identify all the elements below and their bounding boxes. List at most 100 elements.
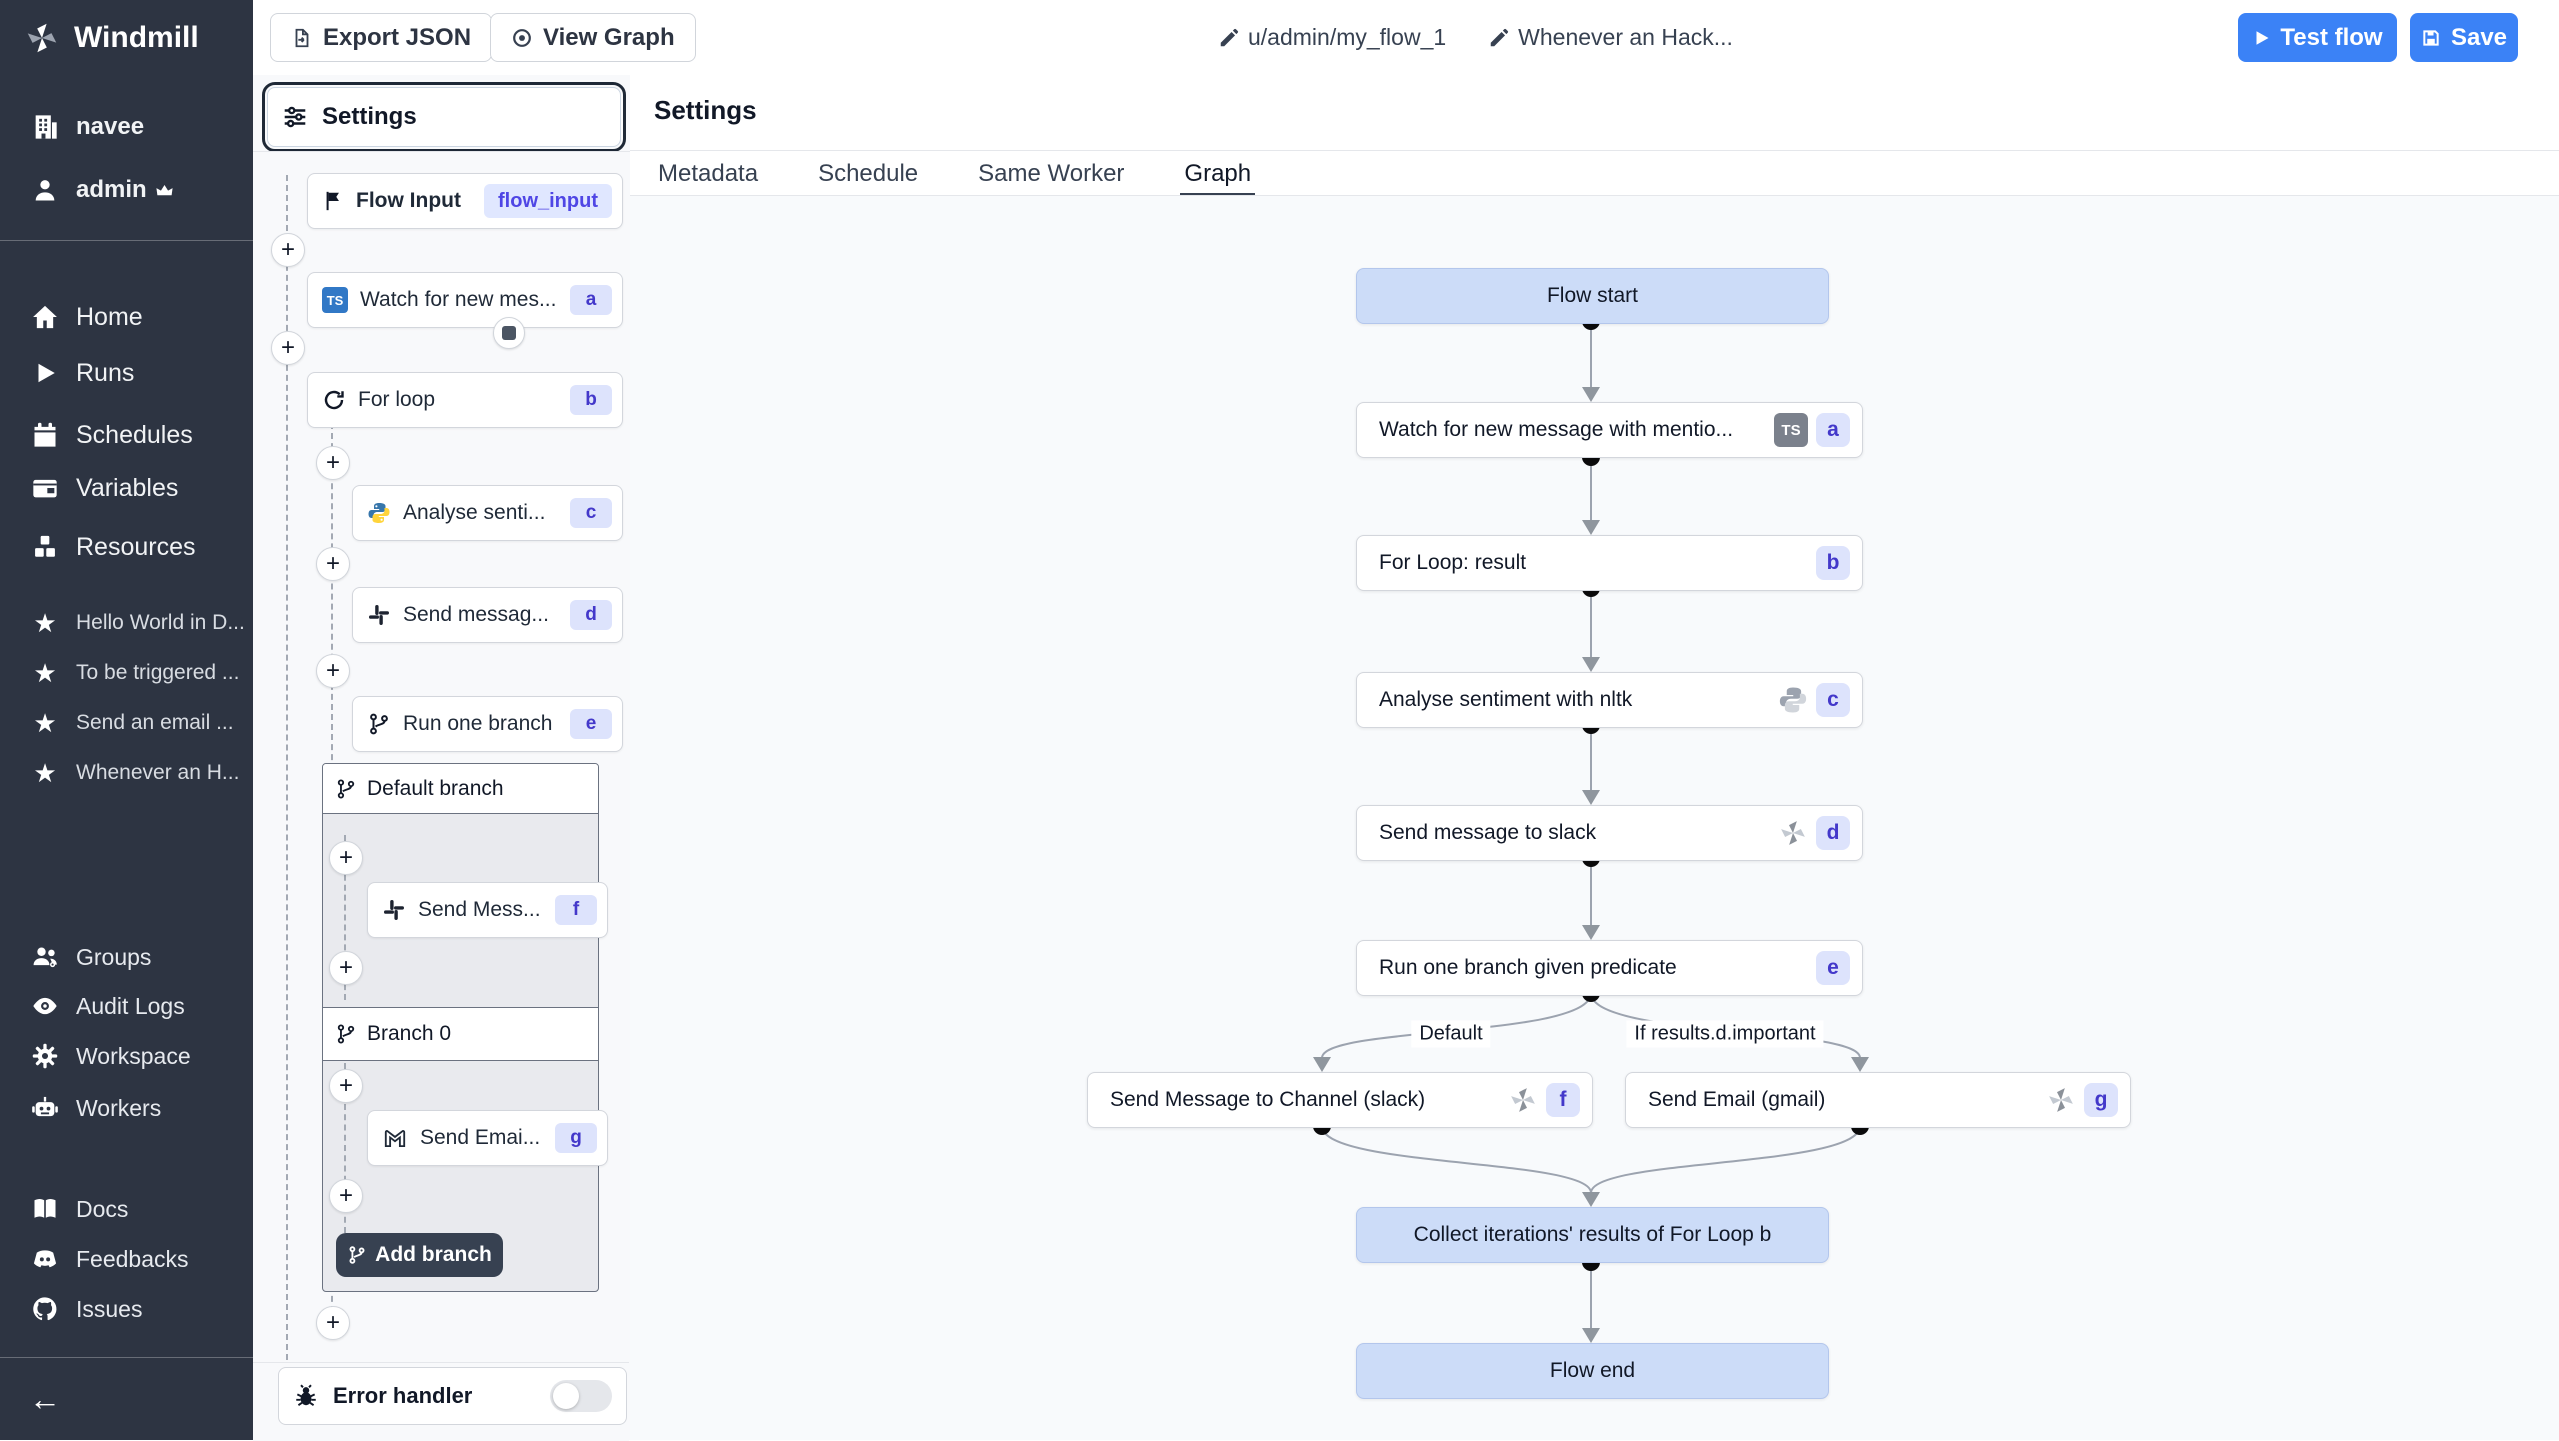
- flow-path[interactable]: u/admin/my_flow_1: [1248, 24, 1447, 50]
- user-menu[interactable]: admin: [0, 170, 253, 210]
- sidebar-item-runs[interactable]: Runs: [0, 353, 253, 393]
- flow-connector-line: [344, 1063, 346, 1233]
- sidebar-item-issues[interactable]: Issues: [0, 1289, 253, 1329]
- workspace-selector[interactable]: navee: [0, 107, 253, 147]
- loop-icon: [322, 388, 346, 412]
- branch0-header[interactable]: Branch 0: [323, 1007, 598, 1061]
- wallet-icon: [30, 473, 60, 503]
- branch-icon: [347, 1245, 367, 1265]
- step-node-g[interactable]: Send Emai... g: [367, 1110, 608, 1166]
- graph-node-d[interactable]: Send message to slack d: [1356, 805, 1863, 861]
- sidebar-item-workspace[interactable]: Workspace: [0, 1036, 253, 1076]
- save-button[interactable]: Save: [2410, 13, 2518, 62]
- graph-node-e[interactable]: Run one branch given predicate e: [1356, 940, 1863, 996]
- graph-node-flow-end[interactable]: Flow end: [1356, 1343, 1829, 1399]
- windmill-logo-icon: [24, 20, 60, 56]
- slack-icon: [367, 603, 391, 627]
- sidebar-item-variables[interactable]: Variables: [0, 468, 253, 508]
- sidebar-item-feedbacks[interactable]: Feedbacks: [0, 1239, 253, 1279]
- flow-name[interactable]: Whenever an Hack...: [1518, 24, 1733, 50]
- typescript-icon: TS: [322, 287, 348, 313]
- sliders-icon: [282, 104, 308, 130]
- windmill-hub-icon: [2046, 1085, 2076, 1115]
- step-node-d[interactable]: Send messag... d: [352, 587, 623, 643]
- graph-node-flow-start[interactable]: Flow start: [1356, 268, 1829, 324]
- view-graph-button[interactable]: View Graph: [490, 13, 696, 62]
- sidebar-item-home[interactable]: Home: [0, 297, 253, 337]
- step-node-e[interactable]: Run one branch e: [352, 696, 623, 752]
- favorite-item[interactable]: ★ To be triggered ...: [0, 655, 253, 691]
- typescript-icon: TS: [1774, 413, 1808, 447]
- add-step-button[interactable]: +: [329, 1179, 363, 1213]
- sidebar-divider: [0, 240, 253, 241]
- step-node-c[interactable]: Analyse senti... c: [352, 485, 623, 541]
- sidebar-item-schedules[interactable]: Schedules: [0, 415, 253, 455]
- sidebar-item-groups[interactable]: Groups: [0, 937, 253, 977]
- app-title: Windmill: [74, 20, 199, 54]
- edit-path-icon[interactable]: [1218, 27, 1240, 49]
- step-id-badge: c: [570, 498, 612, 528]
- graph-node-g[interactable]: Send Email (gmail) g: [1625, 1072, 2131, 1128]
- collapse-sidebar-button[interactable]: ←: [0, 1379, 253, 1419]
- early-stop-indicator[interactable]: [493, 317, 525, 349]
- default-branch-header[interactable]: Default branch: [323, 764, 598, 814]
- add-step-button[interactable]: +: [329, 951, 363, 985]
- star-icon: ★: [33, 708, 57, 738]
- flow-settings-button[interactable]: Settings: [262, 82, 626, 152]
- test-flow-button[interactable]: Test flow: [2238, 13, 2397, 62]
- add-step-button[interactable]: +: [329, 1069, 363, 1103]
- tab-schedule[interactable]: Schedule: [818, 159, 919, 187]
- add-step-button[interactable]: +: [316, 547, 350, 581]
- flow-connector-line: [344, 835, 346, 1000]
- flow-graph-canvas[interactable]: Flow start Watch for new message with me…: [630, 196, 2559, 1440]
- tab-metadata[interactable]: Metadata: [658, 159, 759, 187]
- branch-icon: [367, 712, 391, 736]
- step-node-b[interactable]: For loop b: [307, 372, 623, 428]
- edge-label-predicate: If results.d.important: [1626, 1020, 1824, 1048]
- star-icon: ★: [33, 658, 57, 688]
- error-handler-toggle[interactable]: [550, 1380, 612, 1412]
- sidebar-item-docs[interactable]: Docs: [0, 1189, 253, 1229]
- favorite-item[interactable]: ★ Send an email ...: [0, 705, 253, 741]
- step-node-f[interactable]: Send Mess... f: [367, 882, 608, 938]
- header-divider: [630, 150, 2559, 151]
- export-json-button[interactable]: Export JSON: [270, 13, 493, 62]
- step-node-a[interactable]: TS Watch for new mes... a: [307, 272, 623, 328]
- circle-dot-icon: [511, 27, 533, 49]
- add-step-button[interactable]: +: [316, 1306, 350, 1340]
- sidebar-item-resources[interactable]: Resources: [0, 527, 253, 567]
- graph-node-c[interactable]: Analyse sentiment with nltk c: [1356, 672, 1863, 728]
- flow-input-node[interactable]: Flow Input flow_input: [307, 173, 623, 229]
- sidebar-divider: [0, 1357, 253, 1358]
- add-branch-button[interactable]: Add branch: [336, 1233, 503, 1277]
- tab-graph[interactable]: Graph: [1180, 151, 1255, 196]
- edit-name-icon[interactable]: [1488, 27, 1510, 49]
- graph-node-b[interactable]: For Loop: result b: [1356, 535, 1863, 591]
- add-step-button[interactable]: +: [316, 654, 350, 688]
- sidebar-item-audit-logs[interactable]: Audit Logs: [0, 986, 253, 1026]
- stop-square-icon: [502, 326, 516, 340]
- add-step-button[interactable]: +: [271, 331, 305, 365]
- book-icon: [30, 1194, 60, 1224]
- graph-node-collect[interactable]: Collect iterations' results of For Loop …: [1356, 1207, 1829, 1263]
- tab-same-worker[interactable]: Same Worker: [978, 159, 1125, 187]
- sidebar-item-workers[interactable]: Workers: [0, 1088, 253, 1128]
- add-step-button[interactable]: +: [316, 446, 350, 480]
- step-id-badge: a: [1816, 413, 1850, 447]
- robot-icon: [30, 1093, 60, 1123]
- error-handler-node[interactable]: Error handler: [278, 1367, 627, 1425]
- star-icon: ★: [33, 608, 57, 638]
- windmill-hub-icon: [1778, 818, 1808, 848]
- graph-node-a[interactable]: Watch for new message with mentio... TS …: [1356, 402, 1863, 458]
- favorite-item[interactable]: ★ Hello World in D...: [0, 605, 253, 641]
- user-icon: [30, 175, 60, 205]
- favorite-item[interactable]: ★ Whenever an H...: [0, 755, 253, 791]
- boxes-icon: [30, 532, 60, 562]
- graph-node-f[interactable]: Send Message to Channel (slack) f: [1087, 1072, 1593, 1128]
- add-step-button[interactable]: +: [271, 233, 305, 267]
- add-step-button[interactable]: +: [329, 841, 363, 875]
- step-id-badge: d: [570, 600, 612, 630]
- flow-connector-line: [286, 175, 288, 1360]
- gear-icon: [30, 1041, 60, 1071]
- arrow-left-icon: ←: [29, 1380, 61, 1417]
